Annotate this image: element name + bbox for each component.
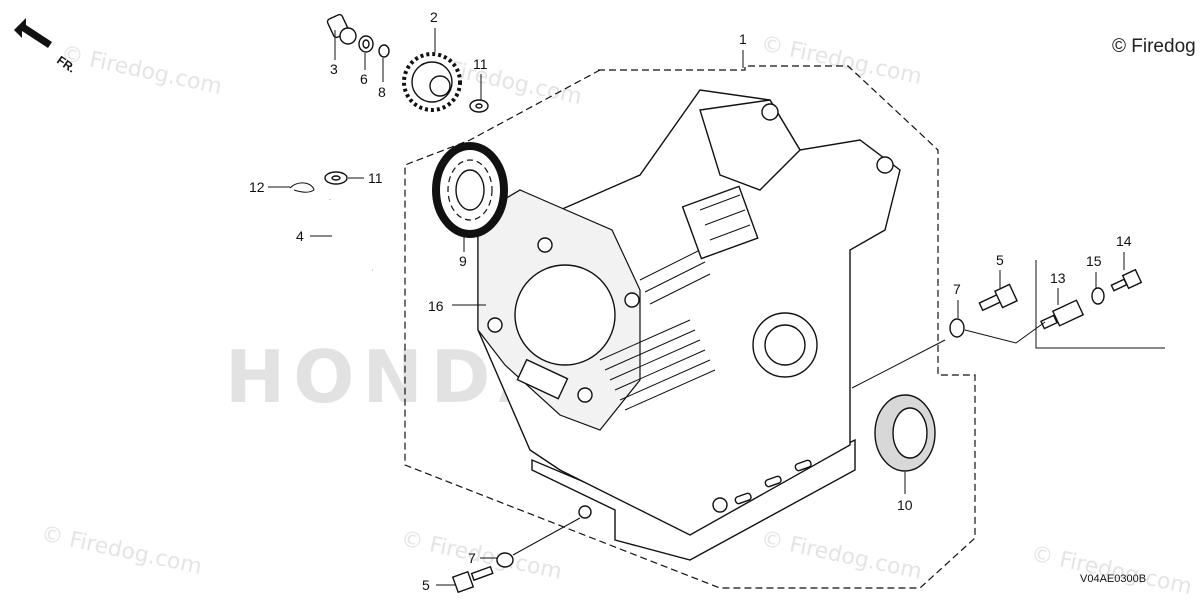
callout-3: 3: [330, 61, 338, 77]
callout-4: 4: [296, 228, 304, 244]
washer-11-hole: [475, 103, 483, 109]
bolt-head: [1121, 268, 1143, 290]
callout-6: 6: [360, 71, 368, 87]
callout-5: 5: [422, 577, 430, 593]
cooling-fins: [599, 319, 716, 411]
bracket-hole: [876, 156, 894, 174]
callout-5: 5: [996, 252, 1004, 268]
bearing-9: [432, 142, 508, 238]
arrow-icon: [14, 18, 52, 48]
sleeve-13: [1040, 299, 1085, 330]
clip-12: [289, 182, 315, 193]
callout-2: 2: [430, 9, 438, 25]
callout-9: 9: [459, 253, 467, 269]
crankshaft-bore: [764, 324, 806, 366]
bolt-5: [451, 565, 494, 594]
bearing-inner-race: [455, 169, 485, 211]
washer-6-hole: [362, 39, 370, 49]
governor-arm-4-highlight: [328, 199, 373, 272]
watermark-text: © Firedog.com: [759, 526, 924, 584]
valve-ribs: [699, 194, 751, 241]
cooling-fins: [639, 249, 711, 305]
callout-14: 14: [1116, 233, 1132, 249]
washer-11-hole: [331, 175, 341, 181]
upper-bracket: [699, 99, 801, 191]
leader-line-right-assembly: [964, 321, 1046, 344]
callout-8: 8: [378, 84, 386, 100]
flange-bolt-hole: [577, 387, 593, 403]
washer-7: [496, 552, 514, 568]
callout-11: 11: [368, 170, 383, 186]
governor-shaft-pin: [326, 13, 357, 45]
bolt-head: [994, 283, 1018, 309]
side-window: [794, 459, 812, 472]
bolt-shank: [1110, 278, 1128, 292]
side-window: [734, 492, 752, 505]
diagram-code: V04AE0300B: [1080, 573, 1146, 585]
cylinder-port: [516, 358, 569, 400]
callout-11: 11: [473, 56, 488, 72]
gear-hub: [429, 75, 451, 97]
callout-12: 12: [249, 179, 265, 195]
bearing-balls: [447, 159, 493, 221]
bracket-hole: [761, 103, 779, 121]
valve-chamber: [681, 185, 759, 260]
watermark-text: © Firedog.com: [39, 521, 204, 579]
flange-bolt-hole: [624, 292, 640, 308]
cylinder-barrel: [477, 89, 901, 561]
callout-1: 1: [739, 31, 747, 47]
callout-13: 13: [1050, 270, 1066, 286]
governor-gear: [402, 52, 462, 112]
watermark-text: © Firedog.com: [759, 31, 924, 89]
watermark-text: © Firedog.com: [1029, 541, 1194, 599]
drain-boss: [578, 505, 592, 519]
oil-seal-10: [874, 394, 936, 472]
pin-head: [339, 27, 357, 45]
flange-bolt-hole: [537, 237, 553, 253]
crankcase-assembly-boundary: [404, 65, 976, 589]
bolt-head: [451, 570, 475, 594]
clip-8: [378, 44, 390, 58]
cylinder-bore: [514, 264, 616, 366]
copyright-text: © Firedog: [1112, 36, 1196, 57]
bolt-shank: [470, 565, 494, 582]
callout-10: 10: [897, 497, 913, 513]
callout-7: 7: [953, 281, 961, 297]
side-window: [764, 475, 782, 488]
washer-7: [949, 318, 965, 338]
sleeve-body: [1051, 299, 1085, 327]
leader-line-to-block: [851, 339, 946, 389]
callout-7: 7: [468, 550, 476, 566]
drain-hole: [712, 497, 728, 513]
bolt-14: [1110, 268, 1143, 292]
flange-bolt-hole: [487, 317, 503, 333]
washer-15: [1091, 287, 1105, 305]
watermark-text: © Firedog.com: [59, 41, 224, 99]
alternate-parts-bracket: [1035, 260, 1165, 349]
callout-15: 15: [1086, 253, 1102, 269]
callout-16: 16: [428, 298, 444, 314]
seal-inner: [892, 407, 928, 459]
sleeve-stud: [1040, 314, 1058, 330]
bolt-5: [978, 283, 1018, 312]
leader-line-drain: [512, 517, 581, 556]
